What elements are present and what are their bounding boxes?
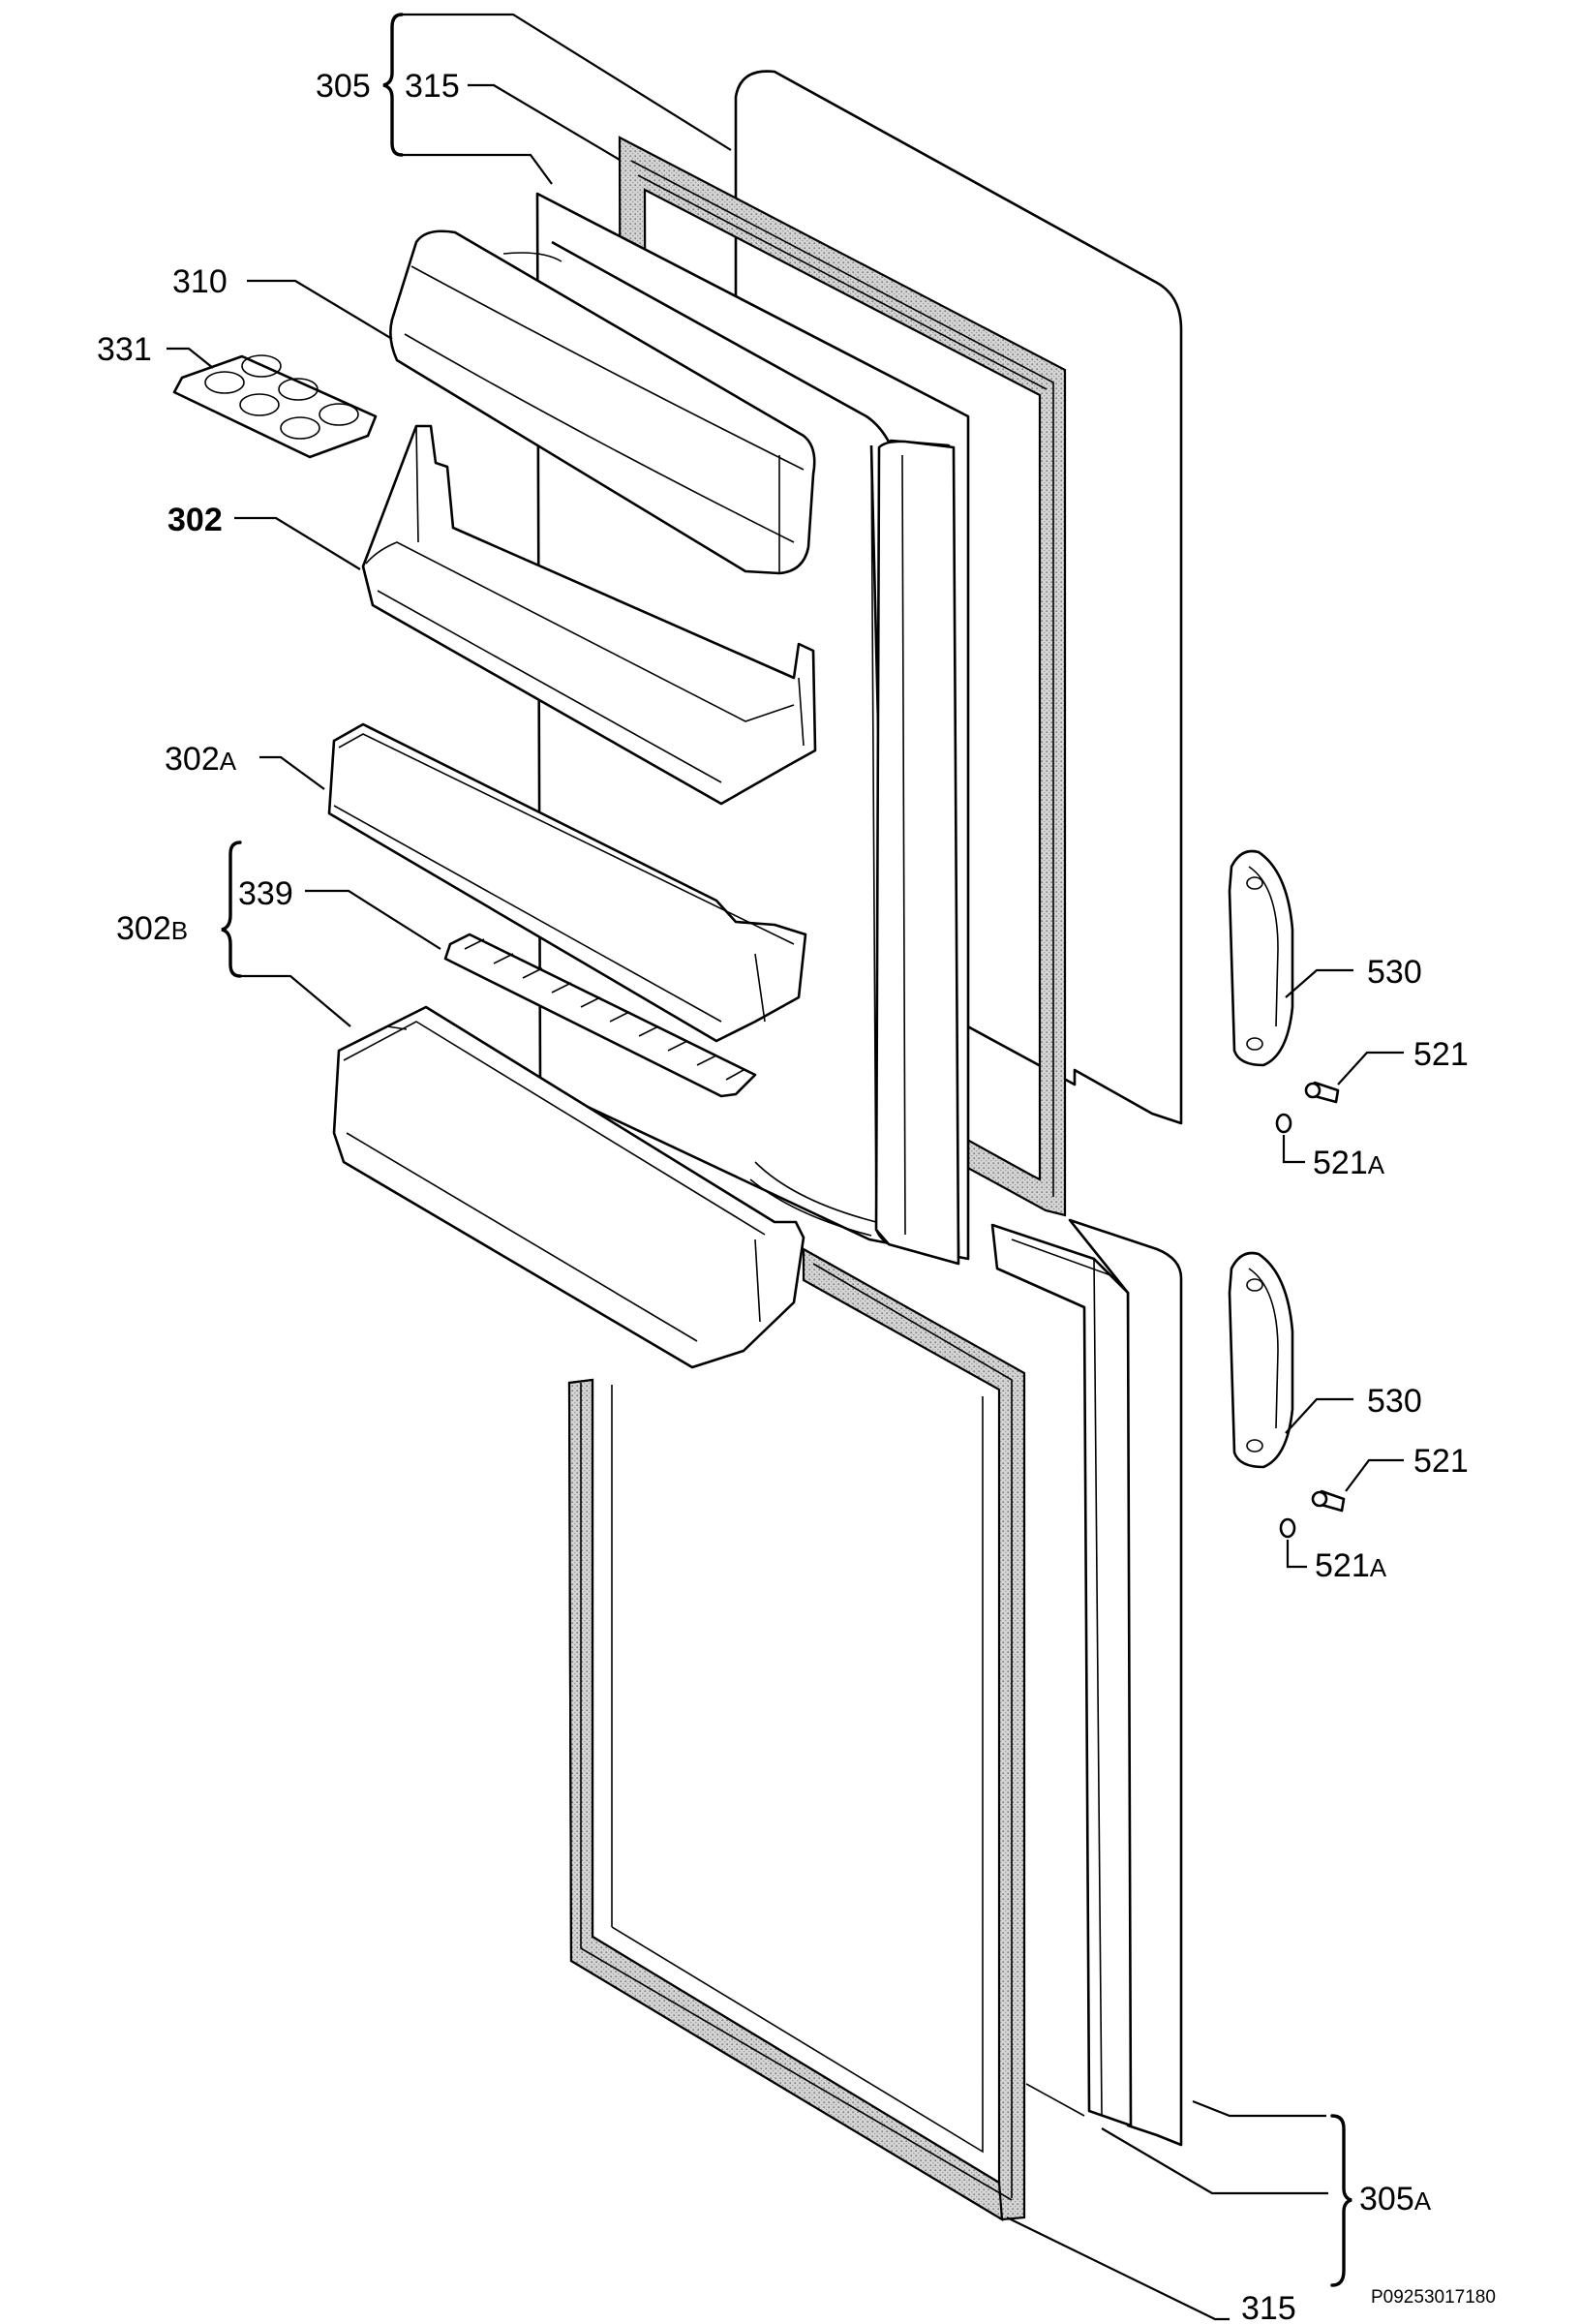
label-305a: 305A [1359, 2181, 1432, 2217]
bottle-retainer-339 [443, 933, 757, 1098]
label-302a: 302A [165, 741, 237, 778]
label-521a-bottom: 521A [1315, 1547, 1387, 1584]
bracket-302b [221, 841, 242, 978]
screw-521-top [1304, 1081, 1340, 1104]
label-310: 310 [172, 263, 228, 300]
dairy-compartment-flap [389, 229, 816, 575]
bracket-305 [382, 13, 404, 157]
label-530-top: 530 [1367, 954, 1422, 991]
leader-lines [167, 13, 1404, 2321]
lower-inner-liner [990, 1223, 1133, 2127]
label-530-bottom: 530 [1367, 1383, 1422, 1420]
door-handle-530-top [1228, 849, 1294, 1067]
drawing-code: P09253017180 [1371, 2287, 1496, 2308]
label-331: 331 [97, 331, 152, 368]
door-shelf-302b [332, 1005, 805, 1369]
label-302b: 302B [116, 910, 188, 947]
door-shelf-302 [361, 424, 817, 806]
label-521-top: 521 [1413, 1036, 1469, 1073]
label-305: 305 [316, 68, 371, 105]
label-521a-top: 521A [1313, 1145, 1385, 1181]
egg-tray [172, 354, 378, 459]
washer-521a-bottom [1279, 1517, 1296, 1539]
bracket-305a [1330, 2114, 1352, 2287]
label-521-bottom: 521 [1413, 1443, 1469, 1480]
label-315-bottom: 315 [1241, 2290, 1296, 2324]
upper-door-frame [749, 440, 960, 1266]
label-339: 339 [238, 875, 293, 912]
lower-door-gasket [567, 1247, 1026, 2222]
door-shelf-302a [327, 722, 807, 1043]
washer-521a-top [1275, 1113, 1292, 1134]
door-handle-530-bottom [1228, 1251, 1294, 1469]
label-315-top: 315 [405, 68, 460, 105]
label-302: 302 [167, 502, 223, 538]
screw-521-bottom [1311, 1489, 1346, 1513]
